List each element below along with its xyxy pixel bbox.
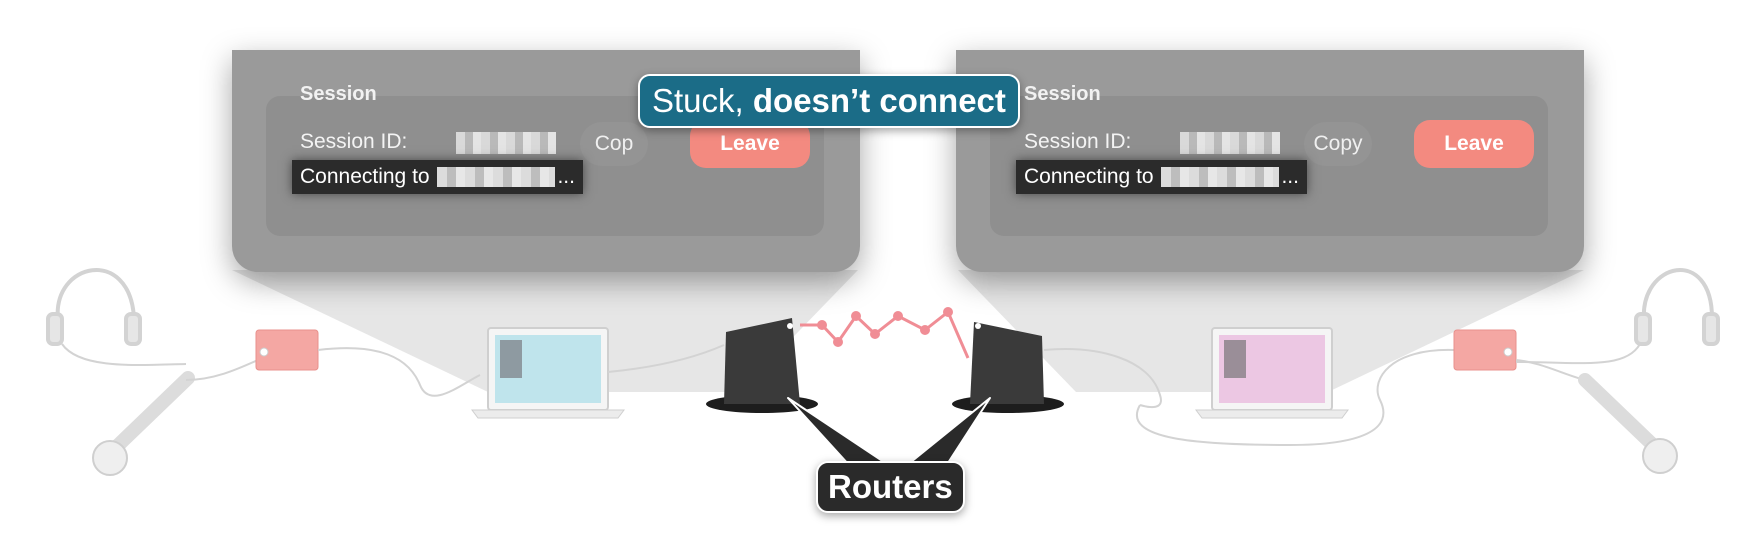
internet-link-nodes [817,307,953,347]
left-connection-status: Connecting to ... [292,160,583,194]
left-laptop-icon [471,327,625,419]
left-status-prefix: Connecting to [300,165,430,188]
left-session-title: Session [300,83,377,105]
right-headphones-icon [1515,268,1720,365]
right-copy-button[interactable]: Copy [1304,122,1372,166]
right-ethernet-cable [1043,348,1162,409]
left-microphone-icon [92,359,259,476]
right-status-prefix: Connecting to [1024,165,1154,188]
stuck-callout: Stuck, doesn’t connect [638,74,1020,128]
right-session-id-value [1180,132,1280,154]
right-status-host [1161,167,1280,188]
right-microphone-icon [1515,359,1678,474]
right-connection-status: Connecting to ... [1016,160,1307,194]
left-copy-button[interactable]: Cop [580,122,648,166]
left-status-host [437,167,556,188]
routers-pointer-left [787,397,891,467]
left-headphones-icon [46,268,187,367]
right-laptop-icon [1195,327,1349,419]
left-session-id-value [456,132,556,154]
left-session-panel: Session Session ID: Cop Leave Connecting… [232,50,860,272]
right-session-panel: Session Session ID: Copy Leave Connectin… [956,50,1584,272]
right-session-title: Session [1024,83,1101,105]
internet-link [800,309,970,359]
stuck-callout-plain: Stuck, [652,82,753,119]
left-usb-cable [317,347,481,397]
left-session-id-label: Session ID: [300,130,408,153]
right-leave-button[interactable]: Leave [1414,120,1534,168]
right-session-id-label: Session ID: [1024,130,1132,153]
routers-callout: Routers [816,461,965,513]
left-ethernet-cable [607,344,725,373]
left-leave-button[interactable]: Leave [690,120,810,168]
right-status-ellipsis: ... [1281,165,1299,188]
right-usb-cable [1136,348,1455,447]
left-status-ellipsis: ... [557,165,575,188]
stuck-callout-bold: doesn’t connect [752,82,1006,119]
left-audio-interface-icon [255,329,319,371]
routers-pointer-right [905,397,991,467]
right-audio-interface-icon [1453,329,1517,371]
